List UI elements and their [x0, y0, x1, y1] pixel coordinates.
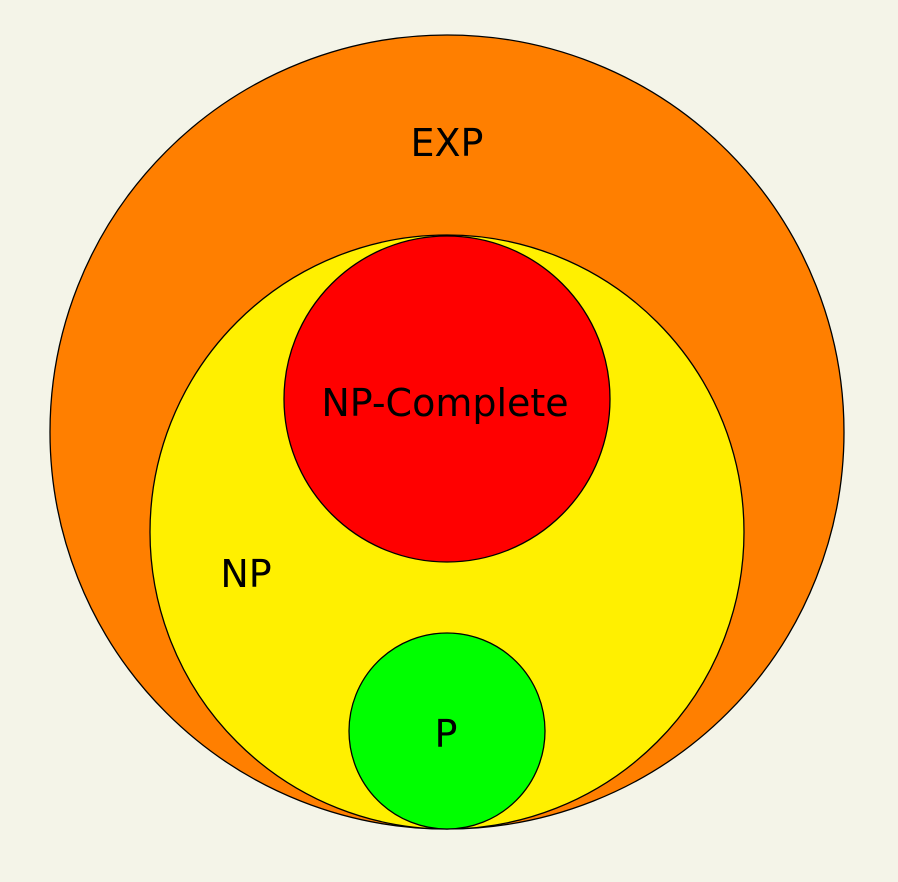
np-complete-circle: [283, 235, 611, 563]
p-label: P: [435, 712, 458, 756]
p-circle: [348, 632, 546, 830]
exp-label: EXP: [411, 121, 484, 165]
np-complete-label: NP-Complete: [321, 381, 568, 425]
np-label: NP: [220, 552, 271, 596]
